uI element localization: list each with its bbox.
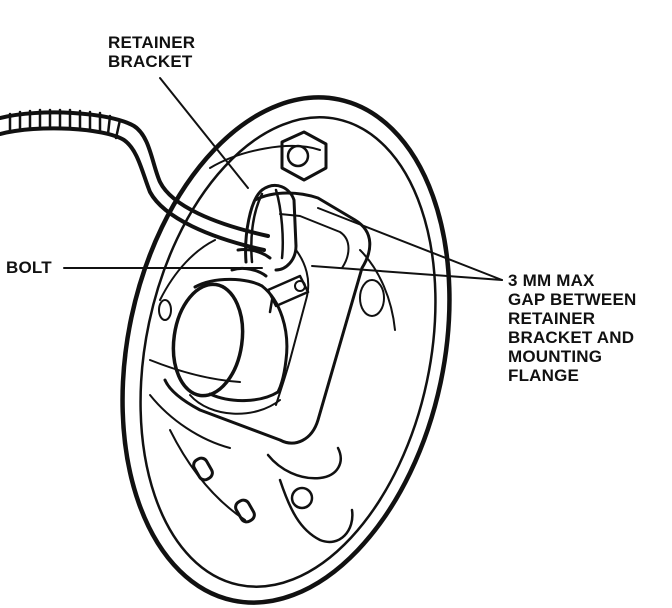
retainer-bracket-label-line-2: BRACKET: [108, 52, 193, 71]
hub-cylinder: [171, 277, 289, 415]
bolt: [266, 274, 310, 314]
sensor-cable: [0, 108, 270, 252]
gap-note-line-2: GAP BETWEEN: [508, 290, 637, 309]
gap-leader-lower: [311, 265, 503, 281]
gap-note-line-5: MOUNTING: [508, 347, 603, 366]
sensor-body: [230, 248, 272, 278]
plate-slots: [149, 279, 385, 543]
gap-note-line-4: BRACKET AND: [508, 328, 635, 347]
retainer-bracket-label-line-1: RETAINER: [108, 33, 196, 52]
mounting-flange: [163, 191, 372, 445]
gap-note-label: 3 MM MAX GAP BETWEEN RETAINER BRACKET AN…: [508, 271, 636, 385]
gap-note-line-1: 3 MM MAX: [508, 271, 595, 290]
mounting-nut: [280, 130, 328, 182]
leader-lines: [63, 77, 503, 281]
gap-note-line-3: RETAINER: [508, 309, 596, 328]
retainer-bracket: [244, 184, 298, 272]
retainer-bracket-label: RETAINER BRACKET: [108, 33, 195, 71]
gap-note-line-6: FLANGE: [508, 366, 580, 385]
gap-leader-upper: [317, 207, 503, 281]
backing-plate: [120, 95, 452, 605]
bolt-label: BOLT: [6, 258, 52, 277]
retainer-bracket-leader: [159, 77, 249, 189]
